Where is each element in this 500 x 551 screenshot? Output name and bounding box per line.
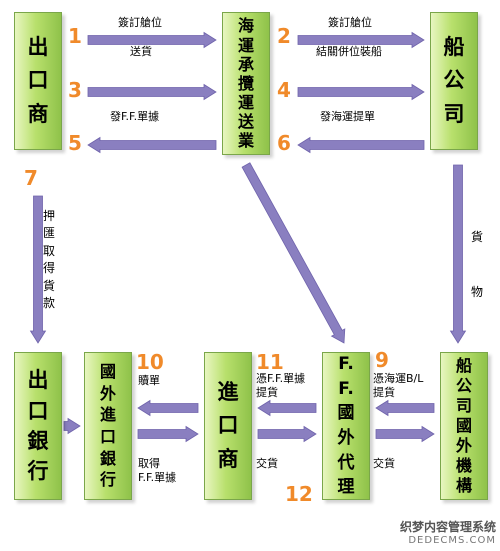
step-9: 9 — [375, 348, 389, 372]
arrow-1-exporter-to-forwarder — [87, 31, 217, 49]
arrow-diagonal-forwarder-to-ff-agent — [241, 162, 346, 344]
node-export-bank: 出口銀行 — [14, 352, 62, 500]
arrow-4-forwarder-to-shipping — [297, 83, 425, 101]
step-12: 12 — [285, 482, 313, 506]
arrow-9-foreign-office-to-ff-agent — [375, 399, 435, 417]
arrow-6-shipping-to-forwarder — [297, 136, 425, 154]
label-redeem-docs: 贖單 — [138, 374, 160, 387]
arrow-10-importer-to-import-bank — [137, 399, 199, 417]
label-pickup-ocean-b: 提貨 — [373, 386, 395, 399]
step-5: 5 — [68, 131, 82, 155]
node-shipping-company: 船公司 — [430, 12, 478, 150]
label-deliver-cargo-2: 交貨 — [256, 457, 278, 470]
label-deliver-cargo-3: 交貨 — [373, 457, 395, 470]
label-issue-ff-bl: 發F.F.單據 — [110, 110, 160, 123]
label-obtain-ff-docs-a: 取得 — [138, 457, 160, 470]
watermark-en: DEDECMS.COM — [408, 535, 496, 546]
node-forwarder-label: 海運承攬運送業 — [237, 16, 254, 151]
label-book-space-1: 簽訂艙位 — [118, 16, 162, 29]
step-1: 1 — [68, 24, 82, 48]
arrow-5-forwarder-to-exporter — [87, 136, 217, 154]
node-importer: 進口商 — [204, 352, 252, 500]
label-pickup-ocean-a: 憑海運B/L — [373, 372, 424, 385]
node-shipping-foreign-office: 船公司國外機構 — [440, 352, 488, 500]
node-importer-label: 進口商 — [217, 379, 239, 471]
label-issue-ocean-bl: 發海運提單 — [320, 110, 375, 123]
label-obtain-ff-docs-b: F.F.單據 — [138, 471, 177, 484]
node-foreign-import-bank: 國外進口銀行 — [84, 352, 132, 500]
step-3: 3 — [68, 78, 82, 102]
arrow-ff-agent-to-foreign-office — [375, 425, 435, 443]
arrow-12-importer-to-ff-agent — [257, 425, 317, 443]
node-forwarder: 海運承攬運送業 — [222, 12, 270, 155]
arrow-export-bank-to-import-bank — [63, 417, 81, 435]
label-pickup-ff-a: 憑F.F.單據 — [256, 372, 306, 385]
node-exporter: 出口商 — [14, 12, 62, 150]
node-foreign-import-bank-label: 國外進口銀行 — [99, 362, 116, 490]
label-cargo-vertical: 貨物 — [470, 230, 483, 300]
label-negotiate-payment: 押匯取得貨款 — [42, 209, 55, 310]
label-book-space-2: 簽訂艙位 — [328, 16, 372, 29]
node-shipping-foreign-office-label: 船公司國外機構 — [455, 356, 472, 495]
arrow-import-bank-to-importer — [137, 425, 199, 443]
watermark-cn: 织梦内容管理系统 — [399, 520, 496, 534]
arrow-11-ff-agent-to-importer — [257, 399, 317, 417]
node-ff-agent-label: F.F.國外代理 — [337, 354, 355, 498]
arrow-7-exporter-to-export-bank — [29, 195, 47, 344]
label-pickup-ff-b: 提貨 — [256, 386, 278, 399]
label-deliver-cargo-1: 送貨 — [130, 45, 152, 58]
step-7: 7 — [24, 166, 38, 190]
arrow-cargo-shipping-to-foreign-office — [449, 164, 467, 344]
node-shipping-company-label: 船公司 — [443, 34, 465, 126]
node-exporter-label: 出口商 — [27, 34, 49, 126]
step-10: 10 — [136, 350, 164, 374]
node-export-bank-label: 出口銀行 — [27, 368, 49, 484]
step-6: 6 — [277, 131, 291, 155]
step-11: 11 — [256, 350, 284, 374]
arrow-3-exporter-to-forwarder — [87, 83, 217, 101]
step-4: 4 — [277, 78, 291, 102]
arrow-2-forwarder-to-shipping — [297, 31, 425, 49]
node-ff-agent: F.F.國外代理 — [322, 352, 370, 500]
step-2: 2 — [277, 24, 291, 48]
label-consolidate-load: 結關併位裝船 — [316, 45, 382, 58]
